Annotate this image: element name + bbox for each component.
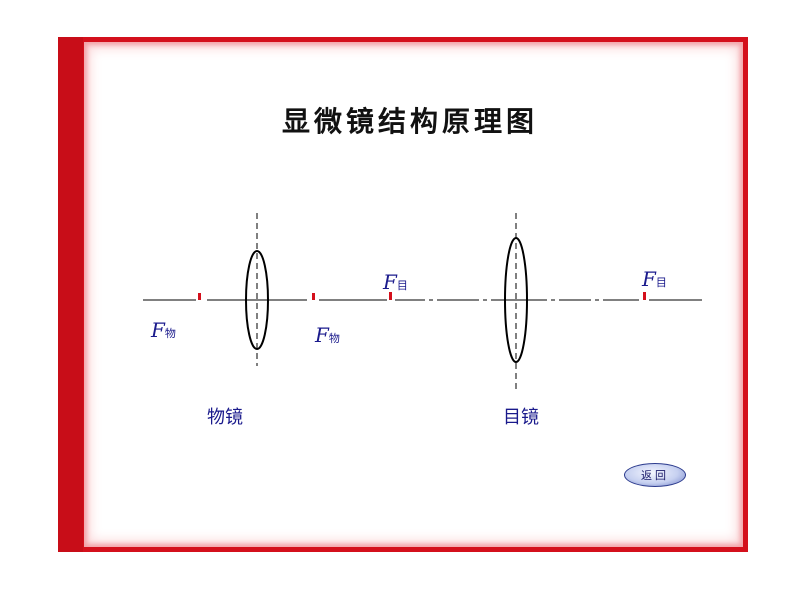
- focal-marker-objective-left: [198, 293, 201, 300]
- focal-subscript: 物: [164, 327, 176, 340]
- focal-marker-eyepiece-right: [643, 292, 646, 300]
- slide-panel: [84, 42, 743, 547]
- focal-symbol: F: [383, 270, 397, 294]
- focal-label-objective-left: F物: [151, 320, 176, 344]
- page-title: 显微镜结构原理图: [281, 105, 538, 138]
- focal-marker-eyepiece-left: [389, 292, 392, 300]
- objective-lens-label: 物镜: [207, 407, 243, 428]
- focal-label-objective-right: F物: [315, 325, 340, 349]
- focal-symbol: F: [151, 318, 165, 342]
- eyepiece-lens: [504, 213, 528, 390]
- focal-subscript: 目: [655, 276, 667, 289]
- objective-lens-shape: [245, 250, 269, 350]
- focal-marker-objective-right: [312, 293, 315, 300]
- back-button[interactable]: 返回: [624, 463, 686, 487]
- focal-label-eyepiece-right: F目: [642, 269, 667, 293]
- focal-subscript: 目: [396, 279, 408, 292]
- focal-label-eyepiece-left: F目: [383, 272, 408, 296]
- eyepiece-lens-shape: [504, 237, 528, 363]
- frame-left-bar: [58, 37, 83, 552]
- objective-lens: [245, 213, 269, 366]
- eyepiece-lens-label: 目镜: [503, 407, 539, 428]
- focal-symbol: F: [642, 267, 656, 291]
- focal-subscript: 物: [328, 332, 340, 345]
- focal-symbol: F: [315, 323, 329, 347]
